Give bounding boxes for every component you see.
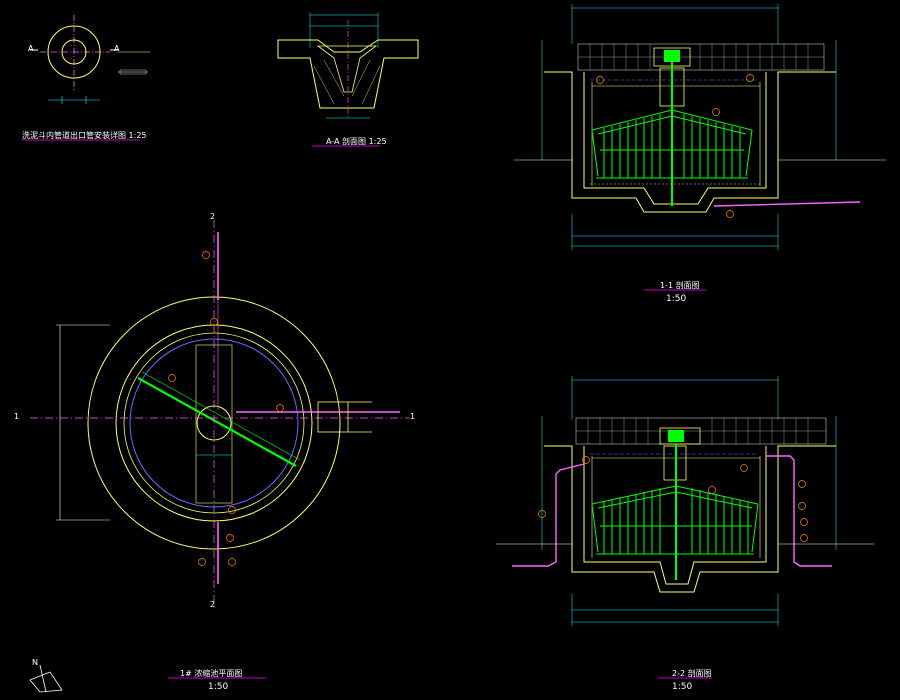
section-mark-a-right: A: [114, 44, 120, 53]
detail-pipe-outlet: [22, 15, 150, 141]
section-2-2-scale: 1:50: [672, 682, 693, 692]
section-1-1: [514, 4, 886, 291]
section-mark-plan-left: 1: [14, 412, 20, 421]
section-a-a: [277, 12, 419, 147]
section-a-a-title: A-A 剖面图 1:25: [326, 137, 387, 146]
section-mark-plan-right: 1: [410, 412, 416, 421]
north-arrow-icon: [29, 664, 63, 693]
section-1-1-scale: 1:50: [666, 294, 687, 304]
section-2-2-title: 2-2 剖面图: [672, 669, 712, 678]
section-mark-plan-top: 2: [210, 212, 216, 221]
plan-title: 1# 浓缩池平面图: [180, 669, 243, 678]
plan-scale: 1:50: [208, 682, 229, 692]
tank-plan: [30, 220, 410, 679]
section-mark-a-left: A: [28, 44, 34, 53]
detail-title: 洗泥斗内管道出口管安装详图 1:25: [22, 131, 147, 140]
north-label: N: [32, 658, 38, 667]
section-1-1-title: 1-1 剖面图: [660, 281, 700, 290]
section-mark-plan-bottom: 2: [210, 600, 216, 609]
section-2-2: [496, 376, 874, 679]
